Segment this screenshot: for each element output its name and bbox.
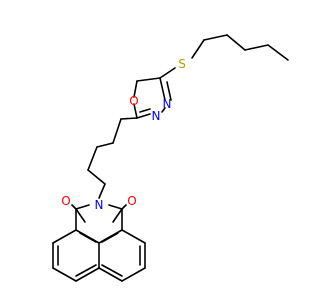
sulfur-atom-label: S <box>178 57 186 71</box>
bond <box>96 142 114 148</box>
bond <box>112 118 122 144</box>
bond <box>108 204 123 210</box>
bond <box>121 229 146 244</box>
ring-oxygen-label: O <box>129 94 138 108</box>
imide-nitrogen-label: N <box>95 198 104 212</box>
bond <box>75 204 90 210</box>
bond <box>121 204 127 210</box>
bond <box>133 103 138 119</box>
double-bond-inner <box>101 264 123 277</box>
bond <box>52 267 77 282</box>
molecule-canvas: S O N N N O O <box>0 0 300 300</box>
ring-nitrogen-label-2: N <box>152 109 161 123</box>
double-bond-inner <box>139 108 151 113</box>
double-bond-inner <box>75 264 97 277</box>
bond <box>136 77 161 82</box>
naphthalene-core <box>52 229 146 282</box>
bond <box>159 77 166 101</box>
bond <box>159 67 176 79</box>
bond <box>121 267 146 282</box>
bond <box>52 229 77 244</box>
bond <box>191 39 205 59</box>
carbonyl-oxygen-right-label: O <box>127 194 136 208</box>
bond <box>87 169 106 185</box>
bond <box>112 208 123 223</box>
butyl-chain <box>159 34 289 79</box>
ring-nitrogen-label-1: N <box>163 97 172 111</box>
bond <box>136 113 151 119</box>
double-bond-inner <box>101 232 119 243</box>
structure-diagram: S O N N N O O <box>0 0 300 300</box>
diagram-background <box>0 0 300 300</box>
double-bond-inner <box>166 81 172 101</box>
bond <box>267 44 289 61</box>
bond <box>87 146 98 171</box>
bond <box>203 34 228 41</box>
bond <box>98 267 123 282</box>
bond <box>161 107 166 113</box>
imide-ring <box>71 204 127 231</box>
bond <box>226 34 246 51</box>
bond <box>71 204 77 210</box>
bond <box>98 183 106 199</box>
bond <box>133 80 138 98</box>
double-bond-inner <box>79 232 97 243</box>
pentyl-chain <box>87 117 138 199</box>
bond <box>75 267 100 282</box>
oxadiazole-ring <box>133 77 172 119</box>
bond <box>244 44 269 51</box>
bond <box>120 117 138 120</box>
carbonyl-oxygen-left-label: O <box>61 194 70 208</box>
bond <box>75 208 86 223</box>
